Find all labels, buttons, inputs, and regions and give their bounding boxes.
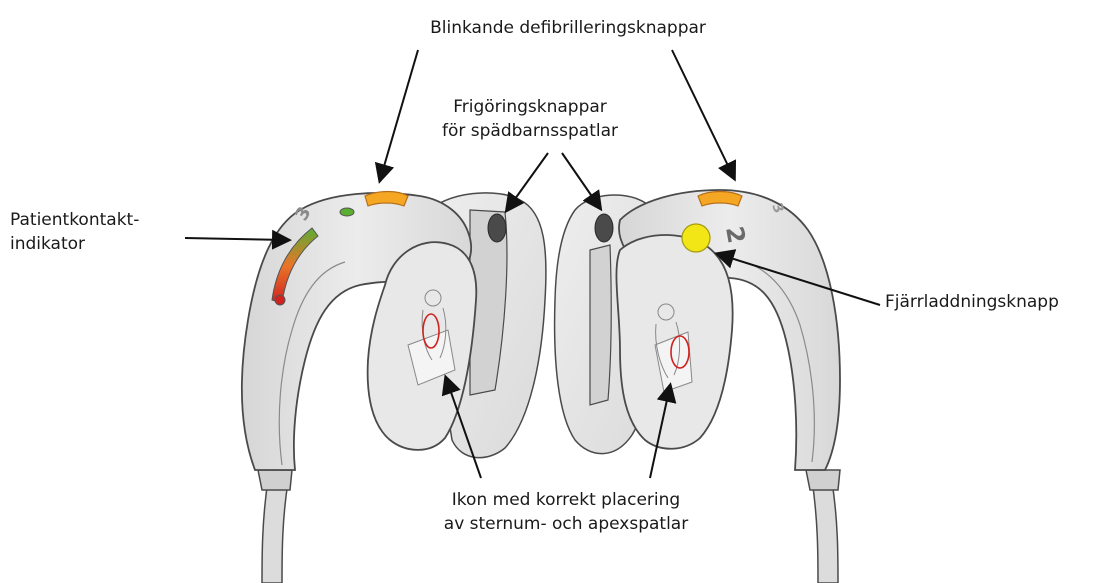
label-release-line1: Frigöringsknappar xyxy=(418,95,642,119)
label-release-line2: för spädbarnsspatlar xyxy=(418,119,642,143)
left-cable xyxy=(262,480,288,583)
indicator-red-dot xyxy=(275,295,285,305)
remote-charge-button xyxy=(682,224,710,252)
label-icon-line2: av sternum- och apexspatlar xyxy=(376,512,756,536)
arrow-patient-contact xyxy=(185,238,288,240)
label-placement-icon: Ikon med korrekt placering av sternum- o… xyxy=(376,488,756,536)
label-icon-line1: Ikon med korrekt placering xyxy=(376,488,756,512)
label-release-buttons: Frigöringsknappar för spädbarnsspatlar xyxy=(418,95,642,143)
label-patient-contact-line1: Patientkontakt- xyxy=(10,208,139,232)
label-patient-contact-indicator: Patientkontakt- indikator xyxy=(10,208,139,256)
indicator-green-dot xyxy=(340,208,354,216)
left-release-knob xyxy=(488,214,506,242)
right-cable xyxy=(812,480,838,583)
right-release-knob xyxy=(595,214,613,242)
label-remote-charge-button: Fjärrladdningsknapp xyxy=(885,290,1059,314)
arrow-right-release xyxy=(562,153,600,208)
label-blinking-defib-buttons: Blinkande defibrilleringsknappar xyxy=(386,16,750,40)
arrow-left-defib xyxy=(380,50,418,180)
label-patient-contact-line2: indikator xyxy=(10,232,139,256)
arrow-right-defib xyxy=(672,50,734,178)
arrow-left-release xyxy=(507,153,548,210)
